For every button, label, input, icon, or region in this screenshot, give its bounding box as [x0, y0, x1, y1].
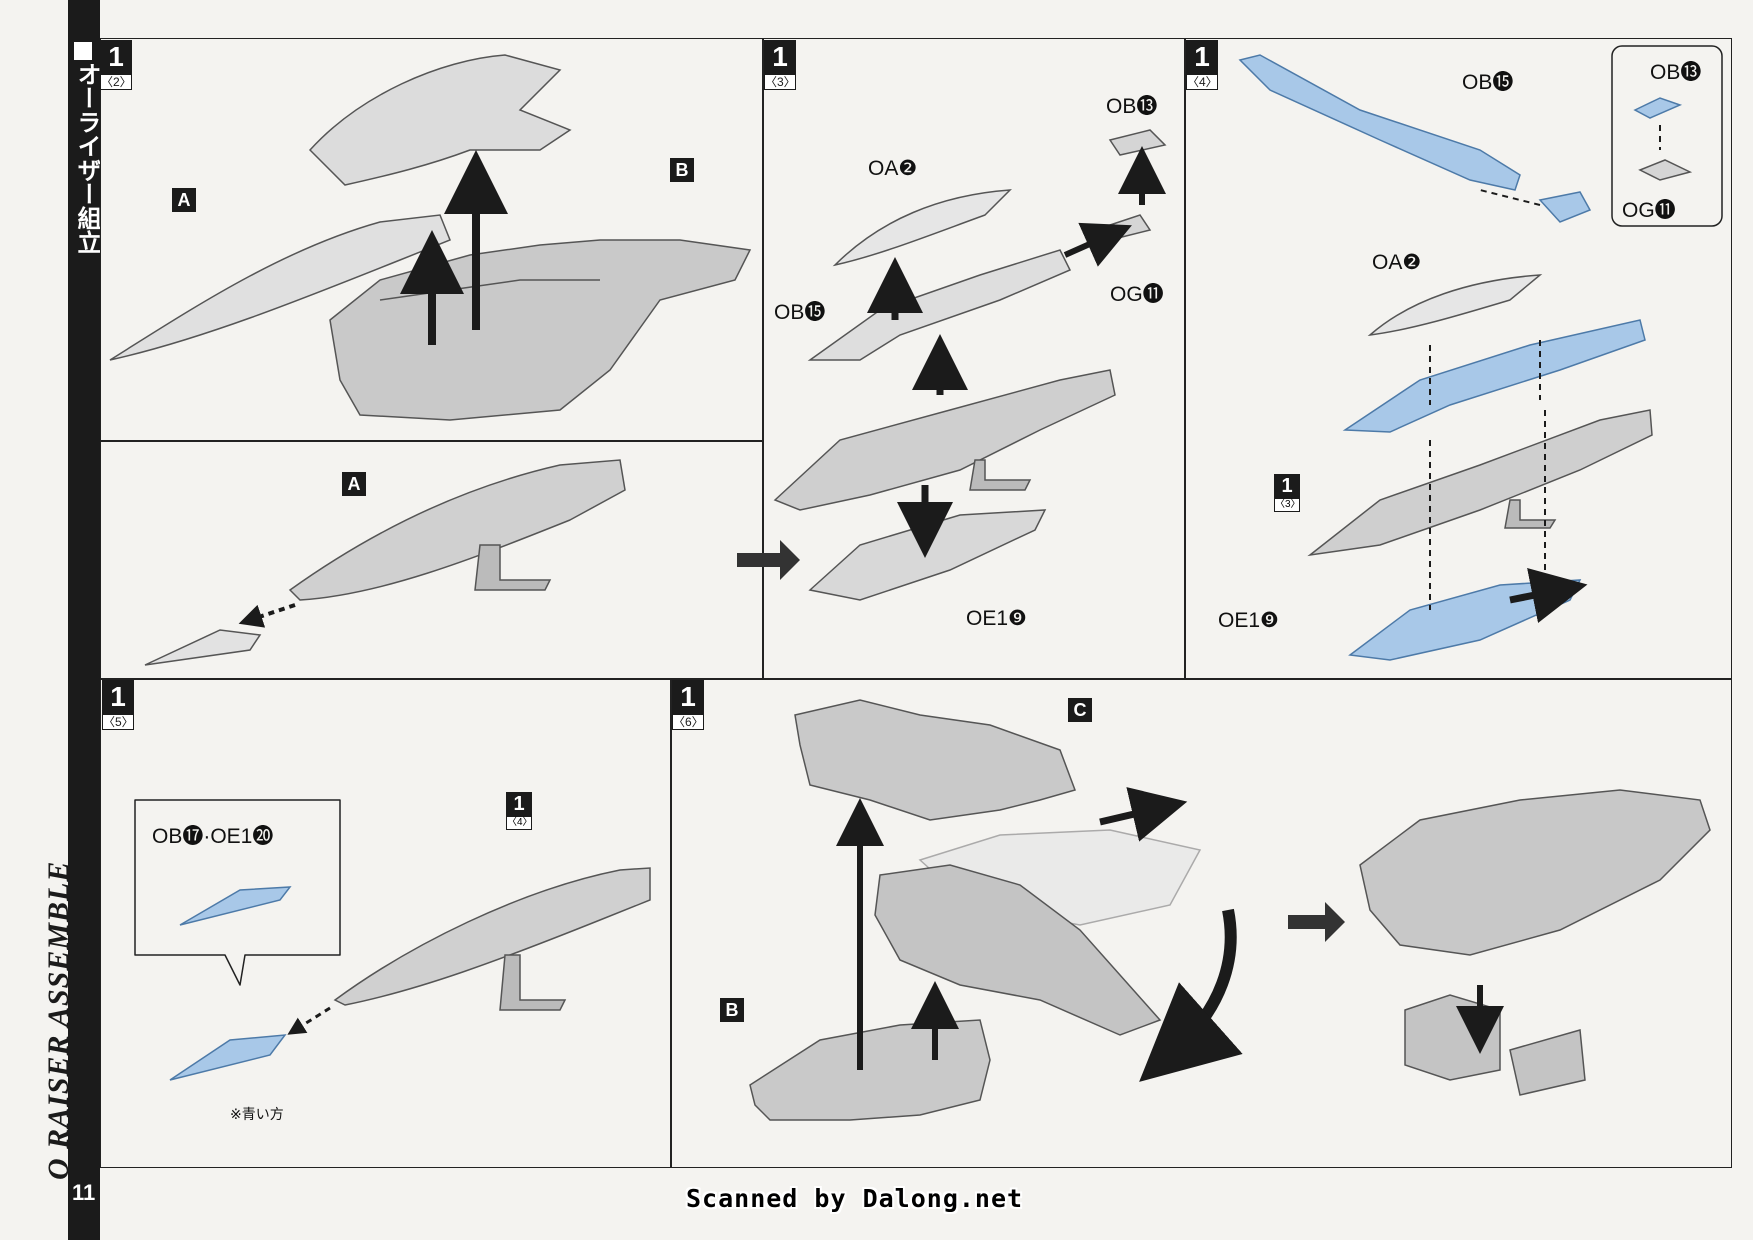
panel1-cover-part — [308, 54, 572, 186]
panel4-main-part — [333, 867, 651, 1011]
scan-watermark: Scanned by Dalong.net — [686, 1184, 1024, 1213]
part-og11: OG⓫ — [1110, 283, 1164, 306]
arrow-p2-2 — [1063, 222, 1132, 267]
panel1-tip-part — [144, 629, 262, 666]
step-badge-1-6: 1 〈6〉 — [672, 680, 704, 730]
panel3-inset-parts — [1633, 97, 1683, 119]
panel5-result — [1359, 789, 1711, 956]
part-label-c: C — [1068, 698, 1092, 722]
sidebar-band — [68, 0, 100, 1240]
panel-step-1-4 — [1184, 38, 1732, 680]
panel3-inset — [1611, 45, 1723, 227]
part-ob15-blue: OB⓯ — [1462, 71, 1514, 94]
panel3-blue-frame — [1342, 319, 1646, 433]
panel3-inset-gray — [1638, 159, 1693, 181]
panel2-small-parts — [1108, 129, 1167, 239]
panel3-blue-frame-top — [1238, 54, 1592, 223]
part-oa2-p3: OA❷ — [1372, 251, 1422, 274]
ref-step-1-4: 1 〈4〉 — [506, 792, 533, 830]
step-badge-1-2: 1 〈2〉 — [100, 40, 132, 90]
panel3-guide-lines — [1429, 125, 1661, 610]
part-oa2: OA❷ — [868, 157, 918, 180]
panel4-blue-tip — [169, 886, 292, 1081]
ref-step-1-3: 1 〈3〉 — [1274, 474, 1301, 512]
arrow-p4-attach — [287, 1006, 331, 1035]
page-number: 11 — [72, 1180, 96, 1205]
step-badge-1-4: 1 〈4〉 — [1186, 40, 1218, 90]
transition-arrow-1 — [737, 540, 800, 580]
panel5-part-c — [794, 699, 1076, 821]
panel-step-1-6 — [670, 678, 1732, 1168]
part-ob13: OB⓭ — [1106, 95, 1158, 118]
panel5-core — [874, 864, 1162, 1036]
note-blue-side: ※青い方 — [230, 1106, 284, 1122]
part-label-b-p5: B — [720, 998, 744, 1022]
arrow-detach — [238, 603, 296, 628]
panel3-body — [1307, 409, 1653, 557]
panel-step-1-3 — [762, 38, 1186, 680]
panel-step-1-2 — [100, 38, 764, 442]
transition-arrow-2 — [1288, 902, 1345, 942]
arrow-p3-slide — [1509, 568, 1588, 623]
part-oe19: OE1❾ — [966, 607, 1027, 630]
panel1-wing-part-a — [109, 214, 451, 361]
part-oe19-p3: OE1❾ — [1218, 609, 1279, 632]
panel2-canopy — [832, 189, 1012, 267]
part-callout-label: OB⓱·OE1⓴ — [152, 825, 274, 848]
part-label-a-lower: A — [342, 472, 366, 496]
panel2-top-frame — [807, 249, 1072, 361]
part-label-a: A — [172, 188, 196, 212]
panel5-part-b — [749, 1019, 991, 1121]
panel4-callout — [134, 799, 341, 986]
part-ob13-inset: OB⓭ — [1650, 61, 1702, 84]
step-badge-1-3: 1 〈3〉 — [764, 40, 796, 90]
panel5-result-parts — [1404, 994, 1586, 1096]
part-label-b: B — [670, 158, 694, 182]
arrow-p5-1 — [1099, 787, 1188, 842]
part-og11-inset: OG⓫ — [1622, 199, 1676, 222]
section-marker — [74, 42, 92, 60]
panel3-canopy — [1367, 274, 1543, 337]
step-badge-1-5: 1 〈5〉 — [102, 680, 134, 730]
part-ob15: OB⓯ — [774, 301, 826, 324]
panel2-main-body — [773, 369, 1116, 511]
panel-step-1-5 — [100, 678, 672, 1168]
section-title: オーライザー組立 — [73, 62, 101, 254]
panel1-body-part — [329, 239, 752, 421]
arrow-p5-2 — [1139, 908, 1243, 1082]
panel1-lower-assembly — [288, 459, 626, 601]
